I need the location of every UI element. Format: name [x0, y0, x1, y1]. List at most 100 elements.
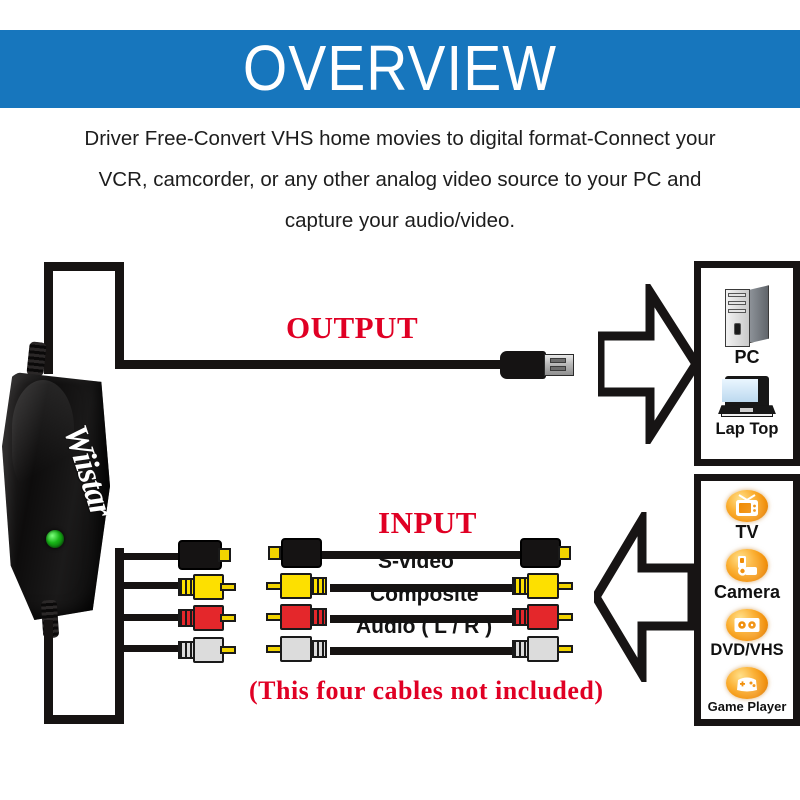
- usb-grip: [500, 351, 546, 379]
- status-led: [46, 530, 64, 548]
- laptop-screen: [722, 379, 758, 403]
- harness-connector-audio-right: [178, 637, 236, 663]
- pc-drive-bay: [728, 309, 746, 314]
- harness-connector-svideo: [178, 540, 231, 572]
- dvd-vhs-icon: [726, 608, 768, 642]
- camera-icon: [726, 549, 768, 582]
- laptop-caption: Lap Top: [715, 420, 779, 439]
- cables-not-included-note: (This four cables not included): [249, 676, 604, 705]
- connector-pin: [557, 613, 573, 621]
- page-title: OVERVIEW: [242, 32, 558, 105]
- cable-plug-audio-right-left: [266, 636, 328, 662]
- input-wire-horizontal-bot: [44, 715, 124, 724]
- cable-run-audio-right: [330, 647, 520, 655]
- harness-connector-audio-left: [178, 605, 236, 631]
- connector-barrel: [520, 538, 561, 568]
- connector-barrel: [178, 540, 222, 570]
- intro-line-1: Driver Free-Convert VHS home movies to d…: [84, 127, 716, 150]
- connector-pin: [218, 548, 231, 562]
- game-player-icon: [726, 666, 768, 699]
- harness-connector-composite: [178, 574, 236, 600]
- output-wire-vertical-left: [44, 262, 53, 374]
- branch-wire-audio-r: [122, 645, 180, 652]
- game-player-caption: Game Player: [707, 699, 787, 714]
- laptop-icon: [718, 376, 776, 420]
- intro-line-3: capture your audio/video.: [284, 209, 516, 232]
- connector-ridges: [310, 640, 327, 658]
- output-wire-horizontal-run: [115, 360, 507, 369]
- pc-front-face: [725, 289, 750, 348]
- usb-a-connector: [500, 348, 574, 382]
- connector-ridges: [310, 577, 327, 595]
- orb-gloss: [726, 549, 768, 582]
- output-wire-horizontal-top: [44, 262, 124, 271]
- laptop-touchpad: [740, 408, 753, 413]
- connector-barrel: [280, 604, 312, 630]
- connector-pin: [220, 646, 236, 654]
- output-targets-panel: PC Lap Top: [694, 261, 800, 466]
- connector-barrel: [527, 636, 559, 662]
- pc-tower-icon: [725, 285, 769, 348]
- cable-run-composite: [330, 584, 520, 592]
- connector-barrel: [527, 573, 559, 599]
- camera-caption: Camera: [713, 581, 781, 602]
- connector-ridges: [178, 641, 195, 659]
- device-gloss-highlight: [12, 380, 74, 500]
- connector-pin: [558, 546, 571, 560]
- pc-drive-bay: [728, 301, 746, 306]
- usb-metal-shell: [544, 354, 574, 376]
- orb-gloss: [726, 608, 768, 642]
- cable-label-audio: Audio ( L / R ): [356, 615, 493, 638]
- cable-run-audio-left: [330, 615, 520, 623]
- usb-contact-upper: [550, 358, 566, 363]
- capture-device: Wiistar: [2, 341, 120, 639]
- input-sources-panel: TV Camera DVD/VHS: [694, 474, 800, 726]
- cable-plug-audio-left-left: [266, 604, 328, 630]
- pc-side-face: [749, 285, 769, 344]
- cable-strain-relief-top: [26, 341, 47, 377]
- input-label: INPUT: [378, 505, 477, 540]
- pc-drive-bay: [728, 293, 746, 298]
- output-wire-vertical-mid: [115, 262, 124, 365]
- connector-pin: [268, 546, 281, 560]
- intro-line-2: VCR, camcorder, or any other analog vide…: [98, 168, 702, 191]
- intro-paragraph: Driver Free-Convert VHS home movies to d…: [16, 118, 784, 241]
- connector-pin: [557, 645, 573, 653]
- output-label: OUTPUT: [286, 310, 419, 345]
- pc-caption: PC: [734, 347, 760, 368]
- connector-pin: [557, 582, 573, 590]
- branch-wire-svideo: [122, 553, 180, 560]
- input-wire-vertical-left: [44, 620, 53, 724]
- output-arrow-icon: [598, 284, 698, 444]
- connector-ridges: [310, 608, 327, 626]
- connector-pin: [220, 583, 236, 591]
- connector-pin: [220, 614, 236, 622]
- cable-plug-composite-left: [266, 573, 328, 599]
- branch-wire-audio-l: [122, 614, 180, 621]
- cable-plug-svideo-right: [520, 538, 574, 570]
- tv-icon: [726, 490, 768, 523]
- usb-contact-lower: [550, 366, 566, 371]
- cable-plug-audio-left-right: [512, 604, 574, 630]
- connector-barrel: [281, 538, 322, 568]
- cable-label-svideo: S-video: [378, 550, 454, 573]
- cable-plug-composite-right: [512, 573, 574, 599]
- input-wire-trunk: [115, 548, 124, 724]
- orb-gloss: [726, 490, 768, 523]
- connector-barrel: [527, 604, 559, 630]
- connector-barrel: [193, 574, 224, 600]
- connector-barrel: [280, 573, 312, 599]
- dvd-vhs-caption: DVD/VHS: [710, 641, 784, 660]
- input-arrow-icon: [594, 512, 694, 682]
- laptop-base-edge: [721, 413, 773, 418]
- device-body: [2, 372, 110, 620]
- overview-banner: OVERVIEW: [0, 30, 800, 108]
- pc-power-button: [734, 323, 741, 336]
- cable-plug-audio-right-right: [512, 636, 574, 662]
- cable-run-svideo: [316, 551, 530, 559]
- connector-barrel: [280, 636, 312, 662]
- cable-label-composite: Composite: [370, 583, 479, 606]
- tv-caption: TV: [735, 522, 759, 543]
- branch-wire-composite: [122, 582, 180, 589]
